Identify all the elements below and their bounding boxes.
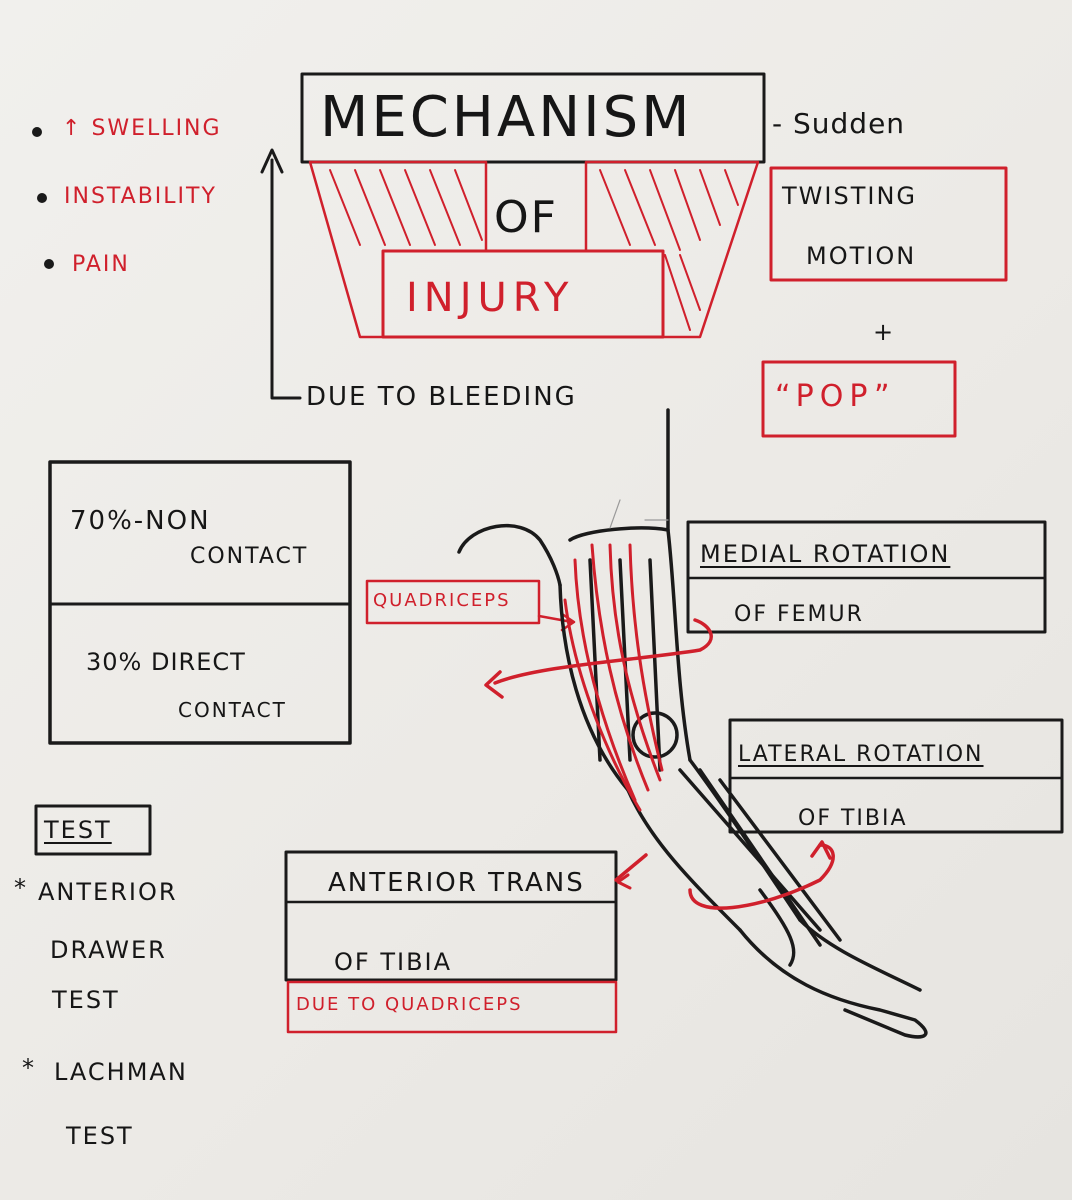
direct-contact-percent: 30% DIRECT	[86, 648, 246, 676]
due-to-bleeding: DUE TO BLEEDING	[306, 382, 577, 412]
twisting-label: TWISTING	[782, 182, 917, 210]
anterior-box	[284, 850, 618, 982]
symptom-pain: PAIN	[72, 252, 130, 277]
tibia-rotation-arrow	[688, 843, 835, 910]
quadriceps-label-box	[365, 579, 541, 625]
quadriceps-arrow	[537, 614, 574, 624]
test-lachman-test: TEST	[66, 1122, 134, 1150]
due-to-quadriceps: DUE TO QUADRICEPS	[296, 994, 523, 1015]
plus-sign: +	[873, 318, 896, 346]
test-anterior: ANTERIOR	[38, 878, 178, 906]
test-drawer-test: TEST	[52, 986, 120, 1014]
symptom-swelling: ↑ SWELLING	[62, 118, 222, 140]
motion-label: MOTION	[806, 242, 917, 270]
test-lachman: LACHMAN	[54, 1058, 188, 1086]
sudden-label: - Sudden	[772, 107, 906, 140]
title-mechanism: MECHANISM	[320, 85, 693, 150]
symptom-swelling-label: SWELLING	[91, 116, 222, 141]
test-heading: TEST	[44, 816, 112, 844]
leg-illustration	[457, 408, 928, 1039]
pop-label: “POP”	[775, 379, 896, 414]
test-star-1: *	[14, 874, 28, 902]
twisting-box	[769, 166, 1008, 282]
title-of: OF	[494, 192, 558, 243]
title-trapezoid	[308, 160, 488, 339]
femur-rotation-arrow	[493, 618, 713, 685]
title-box-mechanism	[300, 72, 766, 164]
pop-box	[761, 360, 957, 438]
direct-contact-label: CONTACT	[178, 698, 287, 722]
up-arrow-icon: ↑	[62, 116, 83, 141]
symptom-instability: INSTABILITY	[64, 184, 217, 209]
of-femur-label: OF FEMUR	[734, 602, 864, 627]
anterior-trans-arrow	[614, 853, 648, 882]
quadriceps-label: QUADRICEPS	[373, 590, 511, 611]
non-contact-label: CONTACT	[190, 544, 309, 569]
lateral-rotation-label: LATERAL ROTATION	[738, 742, 984, 767]
swelling-arrow	[270, 158, 302, 400]
of-tibia-trans-label: OF TIBIA	[334, 948, 453, 976]
test-star-2: *	[22, 1054, 36, 1082]
title-injury: INJURY	[406, 275, 575, 321]
test-heading-box	[34, 804, 152, 856]
test-drawer: DRAWER	[50, 936, 167, 964]
quadriceps-note-box	[286, 980, 618, 1034]
medial-rotation-label: MEDIAL ROTATION	[700, 540, 951, 568]
anterior-trans-label: ANTERIOR TRANS	[328, 868, 585, 898]
non-contact-percent: 70%-NON	[70, 506, 211, 536]
lateral-box	[728, 718, 1064, 834]
of-tibia-label: OF TIBIA	[798, 806, 908, 831]
